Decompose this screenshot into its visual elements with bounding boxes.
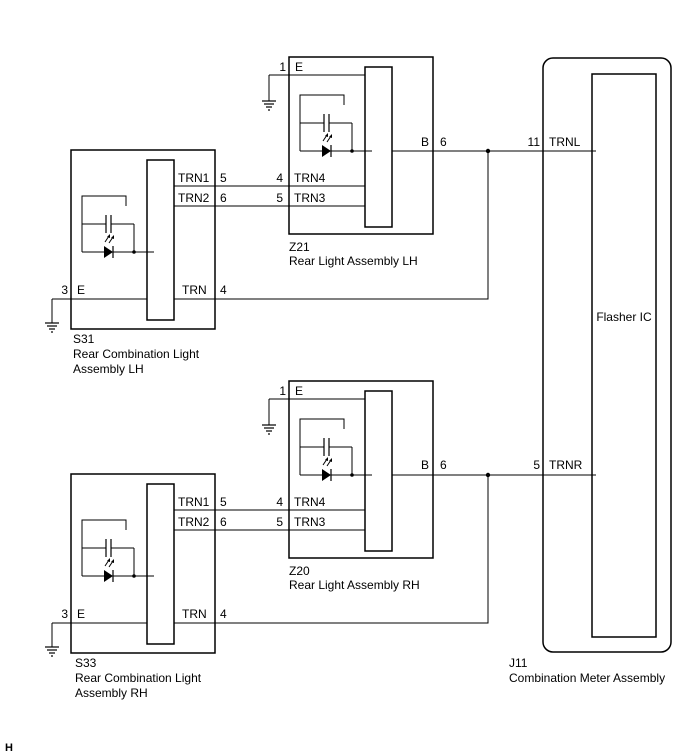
z20-internal-module <box>364 390 393 552</box>
z20-code: Z20 <box>289 564 310 578</box>
z21-pin-trn4-label: TRN4 <box>294 171 326 185</box>
s31-pin-trn1-label: TRN1 <box>178 171 210 185</box>
s33-connector-box <box>70 473 216 654</box>
s33-pin-trn1-number: 5 <box>220 495 227 509</box>
s31-connector-box <box>70 149 216 330</box>
j11-pin-trnr-label: TRNR <box>549 458 583 472</box>
s31-pin-e-label: E <box>77 283 85 297</box>
j11-pin-trnl-label: TRNL <box>549 135 581 149</box>
s31-name-line2: Assembly LH <box>73 362 144 376</box>
s33-pin-e-label: E <box>77 607 85 621</box>
s33-led-capacitor-circuit <box>81 519 155 583</box>
z21-pin-e-label: E <box>295 60 303 74</box>
s33-pin-e-number: 3 <box>61 607 68 621</box>
s33-pin-trn2-label: TRN2 <box>178 515 210 529</box>
s33-pin-trn-number: 4 <box>220 607 227 621</box>
j11-pin-trnl-number: 11 <box>528 135 541 149</box>
s33-pin-trn-label: TRN <box>182 607 207 621</box>
s33-code: S33 <box>75 656 97 670</box>
s33-name-line2: Assembly RH <box>75 686 148 700</box>
corner-mark: H <box>5 742 13 754</box>
z21-connector-box <box>288 56 434 235</box>
z20-connector-box <box>288 380 434 559</box>
j11-connector-box <box>542 57 672 653</box>
s31-pin-trn1-number: 5 <box>220 171 227 185</box>
z20-led-capacitor-circuit <box>299 418 373 482</box>
s33-pin-trn2-number: 6 <box>220 515 227 529</box>
z20-pin-e-label: E <box>295 384 303 398</box>
s31-code: S31 <box>73 332 95 346</box>
s31-name-line1: Rear Combination Light <box>73 347 200 361</box>
j11-pin-trnr-number: 5 <box>533 458 540 472</box>
s31-internal-module <box>146 159 175 321</box>
s33-trn-wire <box>174 475 489 624</box>
z20-pin-b-label: B <box>421 458 429 472</box>
s31-trn-wire <box>174 151 489 300</box>
z21-pin-trn3-number: 5 <box>276 191 283 205</box>
s31-pin-trn-label: TRN <box>182 283 207 297</box>
z21-led-capacitor-circuit <box>299 94 373 158</box>
s33-name-line1: Rear Combination Light <box>75 671 202 685</box>
z21-pin-e-number: 1 <box>279 60 286 74</box>
flasher-ic-block <box>591 73 657 638</box>
z21-pin-b-number: 6 <box>440 135 447 149</box>
z20-pin-trn3-number: 5 <box>276 515 283 529</box>
z20-pin-trn4-number: 4 <box>276 495 283 509</box>
z20-pin-e-number: 1 <box>279 384 286 398</box>
s31-pin-trn2-label: TRN2 <box>178 191 210 205</box>
z21-pin-trn3-label: TRN3 <box>294 191 326 205</box>
j11-name: Combination Meter Assembly <box>509 671 665 685</box>
z20-pin-trn4-label: TRN4 <box>294 495 326 509</box>
z21-pin-b-label: B <box>421 135 429 149</box>
s33-internal-module <box>146 483 175 645</box>
z20-pin-trn3-label: TRN3 <box>294 515 326 529</box>
z21-code: Z21 <box>289 240 310 254</box>
s31-pin-e-number: 3 <box>61 283 68 297</box>
z20-name: Rear Light Assembly RH <box>289 578 420 592</box>
s31-pin-trn-number: 4 <box>220 283 227 297</box>
flasher-ic-label: Flasher IC <box>596 310 652 324</box>
z20-pin-b-number: 6 <box>440 458 447 472</box>
z21-name: Rear Light Assembly LH <box>289 254 418 268</box>
s33-pin-trn1-label: TRN1 <box>178 495 210 509</box>
s31-led-capacitor-circuit <box>81 195 155 259</box>
s31-pin-trn2-number: 6 <box>220 191 227 205</box>
j11-code: J11 <box>509 656 528 670</box>
z21-pin-trn4-number: 4 <box>276 171 283 185</box>
z21-internal-module <box>364 66 393 228</box>
